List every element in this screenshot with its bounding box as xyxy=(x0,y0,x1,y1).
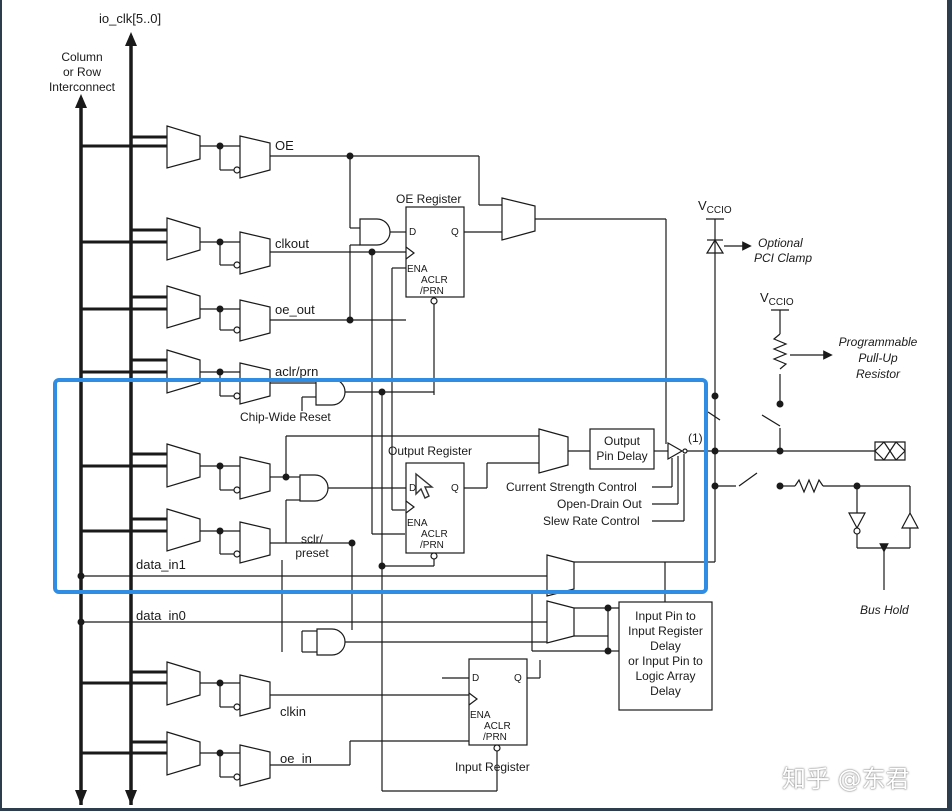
clkin-label: clkin xyxy=(280,704,307,719)
in-reg-d: D xyxy=(472,673,480,684)
oe-select-mux xyxy=(501,197,536,241)
input-and-gate xyxy=(316,628,346,656)
output-pin-delay-label: Output Pin Delay xyxy=(596,434,648,463)
sclr-preset-label: sclr/ preset xyxy=(295,532,329,560)
io-pad xyxy=(874,441,906,461)
chip-wide-reset-label: Chip-Wide Reset xyxy=(240,410,331,424)
mouse-cursor-icon xyxy=(415,472,434,499)
oe-reg-prn: /PRN xyxy=(420,286,444,297)
oe-reg-q: Q xyxy=(451,227,459,238)
oe-register-title: OE Register xyxy=(396,192,462,206)
oe-out-label: oe_out xyxy=(275,302,315,317)
pull-up-label: Programmable Pull-Up Resistor xyxy=(838,335,918,381)
current-strength-label: Current Strength Control xyxy=(506,480,637,494)
out-reg-ena: ENA xyxy=(407,518,428,529)
oe-reg-ena: ENA xyxy=(407,264,428,275)
open-drain-label: Open-Drain Out xyxy=(557,497,642,511)
oe-in-label: oe_in xyxy=(280,751,312,766)
oe-reg-aclr: ACLR xyxy=(421,275,448,286)
interconnect-label: Column or Row Interconnect xyxy=(48,50,116,94)
data-in0-label: data_in0 xyxy=(136,608,186,623)
input-register-title: Input Register xyxy=(455,760,530,774)
watermark: 知乎 @东君 xyxy=(782,765,910,793)
output-and-gate xyxy=(299,474,329,502)
oe-and-gate xyxy=(359,218,391,246)
mux-row-clkin xyxy=(166,661,469,717)
in-reg-ena: ENA xyxy=(470,710,491,721)
vccio-clamp-label: VCCIO xyxy=(698,198,732,216)
mux-row-sclr xyxy=(166,508,352,564)
vccio-pullup-label: VCCIO xyxy=(760,290,794,308)
note-label: (1) xyxy=(688,431,703,445)
data-in0-mux xyxy=(546,600,575,644)
pci-clamp-label: Optional PCI Clamp xyxy=(754,236,813,265)
out-reg-aclr: ACLR xyxy=(421,529,448,540)
in-reg-prn: /PRN xyxy=(483,732,507,743)
in-reg-aclr: ACLR xyxy=(484,721,511,732)
data-in1-label: data_in1 xyxy=(136,557,186,572)
mux-row-oe xyxy=(166,125,350,179)
output-register-title: Output Register xyxy=(388,444,473,458)
output-select-mux xyxy=(538,428,569,474)
slew-rate-label: Slew Rate Control xyxy=(543,514,640,528)
clkout-label: clkout xyxy=(275,236,309,251)
data-in1-mux xyxy=(546,554,575,597)
oe-register-box xyxy=(405,206,465,298)
out-reg-q: Q xyxy=(451,483,459,494)
oe-reg-d: D xyxy=(409,227,417,238)
output-buffer xyxy=(667,441,684,461)
aclr-prn-label: aclr/prn xyxy=(275,364,319,379)
io-clk-label: io_clk[5..0] xyxy=(99,11,162,26)
output-pin-delay-box xyxy=(589,428,655,470)
out-reg-d: D xyxy=(409,483,417,494)
oe-label: OE xyxy=(275,138,294,153)
output-path-highlight xyxy=(53,378,708,594)
mux-row-oe-out xyxy=(166,285,350,342)
out-reg-prn: /PRN xyxy=(420,540,444,551)
in-reg-q: Q xyxy=(514,673,522,684)
mux-row-oe-in xyxy=(166,731,469,787)
input-delay-label: Input Pin to Input Register Delay or Inp… xyxy=(628,609,703,698)
mux-row-clkout xyxy=(166,217,406,275)
bus-hold-label: Bus Hold xyxy=(860,603,909,617)
